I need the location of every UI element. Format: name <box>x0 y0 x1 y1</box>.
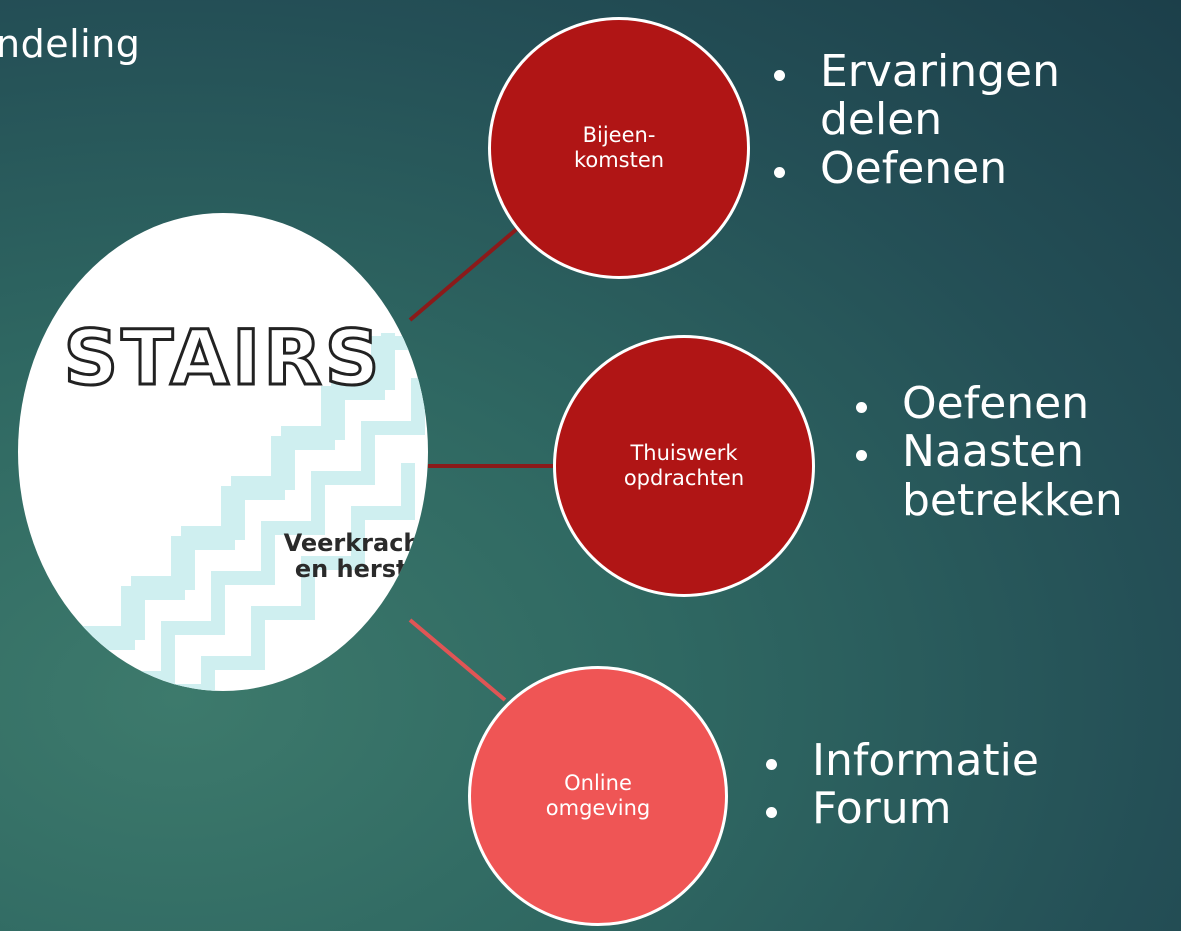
bullets-thuiswerk: Oefenen Naasten betrekken <box>852 379 1172 525</box>
node-thuiswerk: Thuiswerk opdrachten <box>553 335 815 597</box>
node-label: Bijeen- komsten <box>573 122 665 172</box>
bullet-item: Ervaringen delen <box>770 47 1150 145</box>
node-label: Online omgeving <box>545 770 651 820</box>
node-label: Thuiswerk opdrachten <box>623 440 745 490</box>
logo-title: STAIRS <box>62 312 383 404</box>
zigzag-stripes <box>31 333 428 691</box>
slide-title: ndeling <box>0 22 141 66</box>
bullet-item: Naasten betrekken <box>852 428 1172 525</box>
bullet-item: Forum <box>762 784 1162 833</box>
node-online: Online omgeving <box>468 666 728 926</box>
bullet-item: Oefenen <box>852 379 1172 428</box>
node-bijeenkomsten: Bijeen- komsten <box>488 17 750 279</box>
bullet-item: Informatie <box>762 736 1162 785</box>
connector-online <box>408 618 507 702</box>
logo-subtitle: Veerkracht en herstel <box>283 529 428 583</box>
bullets-bijeenkomsten: Ervaringen delen Oefenen <box>770 47 1150 193</box>
stairs-logo-circle: STAIRS Veerkracht en herstel <box>18 213 428 691</box>
bullets-online: Informatie Forum <box>762 736 1162 834</box>
bullet-item: Oefenen <box>770 144 1150 193</box>
connector-bijeenkomsten <box>408 220 527 322</box>
